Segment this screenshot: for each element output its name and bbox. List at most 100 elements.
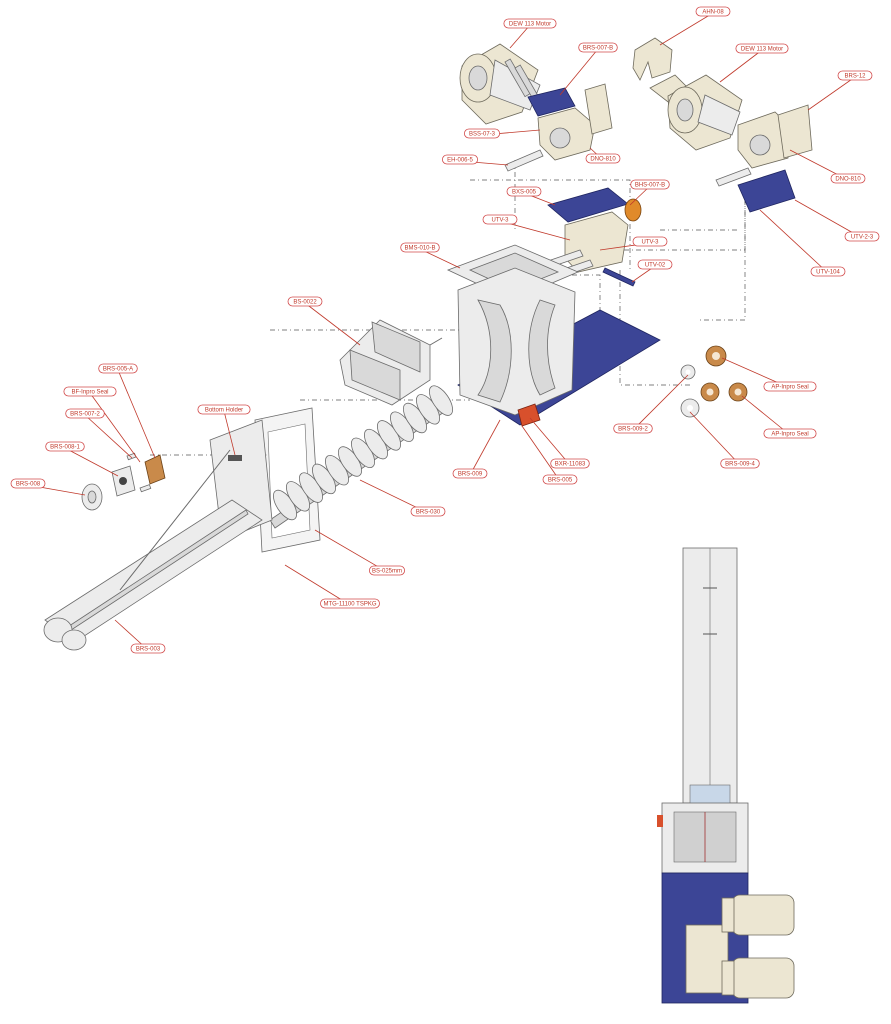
tube (43, 449, 263, 651)
callout-label-motor-left: DEW 113 Motor (509, 22, 551, 28)
callout-tag-box (400, 242, 440, 253)
callout-label-base-right-a: UTV-2-3 (851, 235, 874, 241)
callout-label-flange-a: BRS-009-2 (618, 427, 648, 433)
seal-a (705, 345, 727, 367)
callout-tag-box (542, 474, 578, 485)
callout-leader (689, 411, 741, 466)
callout-leader (741, 395, 791, 436)
callout-leader (89, 392, 141, 463)
callout-tag-box (320, 598, 380, 609)
callout-leader (807, 76, 856, 111)
seal-b (700, 382, 748, 402)
gearbox-right (737, 111, 793, 169)
plate-top-left (527, 87, 576, 117)
callout-label-bottom-holder: Bottom Holder (205, 408, 243, 414)
callout-label-end-plate: BS-025mm (372, 569, 402, 575)
callout-tag-box (637, 259, 673, 270)
callout-tag-box (578, 42, 618, 53)
callout-leader (64, 447, 119, 477)
motor-right (667, 74, 743, 151)
callout-tag-box (368, 565, 405, 576)
screw-flight (429, 385, 453, 416)
shaft-left (504, 149, 544, 172)
callout-leader (632, 374, 689, 431)
bracket-left (584, 83, 613, 135)
callout-label-coupling-left: BXS-005 (512, 190, 537, 196)
callout-tag-box (695, 6, 731, 17)
screw-flights (273, 385, 453, 521)
assembled-view (657, 547, 795, 1004)
callout-label-frame-a: BRS-009 (458, 472, 483, 478)
callout-tag-box (63, 386, 117, 397)
callout-tag-box (763, 428, 817, 439)
bearing-b (144, 454, 166, 485)
callout-leader (223, 410, 236, 456)
callout-label-motor-right: DEW 113 Motor (741, 47, 783, 53)
callout-label-gearbox-left: DNO-810 (590, 157, 616, 163)
callout-leader (719, 49, 763, 83)
callout-label-end-cap: BRS-008 (16, 482, 41, 488)
callout-tag-box (506, 186, 542, 197)
callout-label-bearing-c: BRS-008-1 (50, 445, 80, 451)
callout-tag-box (630, 179, 670, 190)
flange-a (680, 364, 696, 380)
callout-tag-box (830, 173, 866, 184)
callout-leader (314, 529, 388, 573)
callout-label-tube: BRS-003 (136, 647, 161, 653)
callout-tag-box (197, 404, 251, 415)
callout-label-bearing-a: BRS-005-A (103, 367, 133, 373)
callout-tag-box (632, 236, 668, 247)
callout-leader (304, 302, 361, 346)
callout-label-plate-top: BRS-007-B (583, 46, 613, 52)
callout-tag-box (130, 643, 166, 654)
callout-label-rotor: BS-0022 (293, 300, 317, 306)
callout-label-screw: BRS-030 (416, 510, 441, 516)
callout-label-bracket-left: BSS-07-3 (469, 132, 496, 138)
callout-tag-box (720, 458, 760, 469)
callout-tag-box (98, 363, 138, 374)
callout-label-coupling-mid: UTV-3 (491, 218, 509, 224)
callout-label-guard: AHN-08 (702, 10, 724, 16)
callout-tag-box (503, 18, 557, 29)
flange-b (680, 398, 700, 418)
callout-leader (759, 209, 829, 274)
callout-leader (284, 564, 351, 606)
shaft-right (715, 167, 752, 187)
callout-label-flange-b: BRS-009-4 (725, 462, 755, 468)
callout-label-tie-rod: UTV-02 (645, 263, 666, 269)
callout-tag-box (837, 70, 873, 81)
callout-tag-box (735, 43, 789, 54)
callout-label-skid: MTG-11100 TSPKG (323, 602, 376, 608)
callout-label-shaft-left: EH-006-5 (447, 158, 473, 164)
callout-leader (521, 425, 561, 482)
callout-label-bearing-b: BRS-007-2 (70, 412, 100, 418)
callout-tag-box (763, 381, 817, 392)
housing (457, 267, 576, 416)
callout-label-gearbox-right: DNO-810 (835, 177, 861, 183)
callout-tag-box (410, 506, 446, 517)
red-unit (517, 403, 541, 427)
assembled-gearbox (685, 924, 729, 994)
callout-label-bracket-right: BRS-12 (844, 74, 866, 80)
callout-leader (659, 12, 714, 46)
callout-tag-box (613, 423, 653, 434)
callout-tag-box (463, 128, 500, 139)
callout-label-seal-b: AP-Inpro Seal (771, 432, 808, 438)
callout-label-hopper-flange: BMS-010-B (404, 246, 435, 252)
callout-leader (509, 24, 531, 49)
callout-label-top-plate-mid: BHS-007-B (635, 183, 665, 189)
callout-leader (529, 417, 571, 466)
bracket-right (777, 104, 813, 159)
callout-label-shaft-mid: UTV-3 (641, 240, 659, 246)
callout-leader (84, 414, 133, 459)
rotor (339, 319, 443, 406)
callout-tag-box (10, 478, 46, 489)
end-cap (81, 483, 103, 511)
callout-tag-box (441, 154, 478, 165)
callout-tag-box (585, 153, 621, 164)
base-right (737, 169, 796, 213)
callout-tag-box (810, 266, 846, 277)
assembled-motor-upper (731, 894, 795, 936)
